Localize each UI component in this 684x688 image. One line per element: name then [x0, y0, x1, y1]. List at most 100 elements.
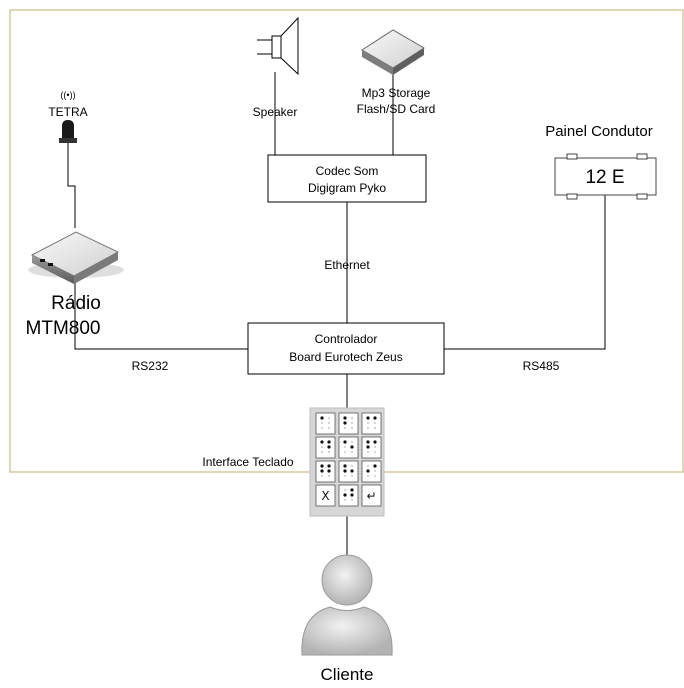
braille-dot: [373, 421, 377, 425]
keypad-key: [361, 436, 382, 459]
painel-display: [554, 153, 657, 200]
braille-dot: [343, 498, 347, 502]
braille-dot: [350, 450, 354, 454]
braille-dot: [327, 469, 331, 473]
braille-dot: [343, 416, 347, 420]
braille-dot: [350, 440, 354, 444]
braille-dot: [350, 445, 354, 449]
braille-dot: [373, 416, 377, 420]
svg-text:((•)): ((•)): [60, 90, 75, 100]
braille-dot: [343, 464, 347, 468]
braille-dot: [366, 445, 370, 449]
braille-dot: [350, 416, 354, 420]
braille-dot: [327, 445, 331, 449]
cliente-label: Cliente: [321, 665, 374, 684]
mp3-label-line2: Flash/SD Card: [357, 102, 436, 116]
cliente-person-icon: [301, 554, 393, 656]
mp3-storage-icon: [361, 29, 425, 75]
painel-value: 12 E: [585, 167, 624, 188]
braille-dot: [327, 416, 331, 420]
braille-dot: [373, 469, 377, 473]
braille-dot: [327, 450, 331, 454]
braille-dot: [327, 426, 331, 430]
keypad-key: [361, 460, 382, 483]
keypad-key: [338, 484, 359, 507]
tetra-label: TETRA: [48, 105, 87, 119]
keypad-key: [361, 484, 382, 507]
speaker-label: Speaker: [253, 105, 298, 119]
keypad-key: [338, 460, 359, 483]
braille-dot: [320, 445, 324, 449]
braille-dot: [366, 416, 370, 420]
braille-dot: [350, 493, 354, 497]
braille-dot: [373, 426, 377, 430]
controlador-label-line2: Board Eurotech Zeus: [289, 350, 402, 364]
tetra-antenna-icon: ((•)): [59, 90, 77, 143]
braille-dot: [343, 445, 347, 449]
radio-to-controlador-line: [74, 270, 248, 350]
codec-box: [267, 154, 427, 203]
keypad-key: [315, 460, 336, 483]
braille-dot: [320, 440, 324, 444]
controlador-box: [247, 322, 445, 375]
keypad-clear-key-label: X: [321, 489, 329, 503]
braille-dot: [320, 474, 324, 478]
interface-label: Interface Teclado: [202, 455, 293, 469]
braille-dot: [327, 464, 331, 468]
braille-dot: [373, 450, 377, 454]
braille-dot: [373, 474, 377, 478]
braille-dot: [320, 464, 324, 468]
braille-dot: [350, 426, 354, 430]
keypad-key: [315, 436, 336, 459]
keypad-key: [315, 484, 336, 507]
braille-dot: [327, 440, 331, 444]
radio-label-line2: MTM800: [26, 318, 101, 339]
braille-dot: [366, 450, 370, 454]
braille-dot: [343, 488, 347, 492]
radio-label-line1: Rádio: [51, 293, 101, 314]
braille-dot: [366, 464, 370, 468]
controlador-label-line1: Controlador: [315, 332, 378, 346]
rs485-label: RS485: [523, 359, 560, 373]
braille-dot: [343, 493, 347, 497]
braille-dot: [343, 426, 347, 430]
braille-dot: [320, 450, 324, 454]
braille-dot: [366, 426, 370, 430]
braille-dot: [343, 469, 347, 473]
codec-label-line1: Codec Som: [316, 164, 379, 178]
braille-dot: [320, 426, 324, 430]
braille-dot: [350, 488, 354, 492]
rs232-label: RS232: [132, 359, 169, 373]
painel-title: Painel Condutor: [545, 123, 653, 140]
braille-dot: [343, 474, 347, 478]
keypad-key: [315, 412, 336, 435]
braille-dot: [320, 469, 324, 473]
codec-label-line2: Digigram Pyko: [308, 181, 386, 195]
braille-dot: [343, 450, 347, 454]
braille-dot: [366, 474, 370, 478]
braille-dot: [366, 421, 370, 425]
braille-dot: [366, 469, 370, 473]
braille-keypad: X↵: [309, 407, 385, 517]
braille-dot: [327, 421, 331, 425]
mp3-label-line1: Mp3 Storage: [362, 86, 431, 100]
braille-dot: [350, 498, 354, 502]
braille-dot: [373, 445, 377, 449]
braille-dot: [350, 464, 354, 468]
controlador-to-painel-line: [444, 195, 606, 350]
braille-dot: [343, 421, 347, 425]
braille-dot: [327, 474, 331, 478]
braille-dot: [366, 440, 370, 444]
keypad-key: [338, 436, 359, 459]
ethernet-label: Ethernet: [324, 258, 370, 272]
tetra-to-radio-line: [67, 142, 76, 228]
speaker-icon: [257, 16, 299, 76]
braille-dot: [343, 440, 347, 444]
braille-dot: [373, 440, 377, 444]
braille-dot: [373, 464, 377, 468]
braille-dot: [350, 469, 354, 473]
braille-dot: [350, 474, 354, 478]
braille-dot: [350, 421, 354, 425]
keypad-enter-key-label: ↵: [366, 489, 376, 503]
